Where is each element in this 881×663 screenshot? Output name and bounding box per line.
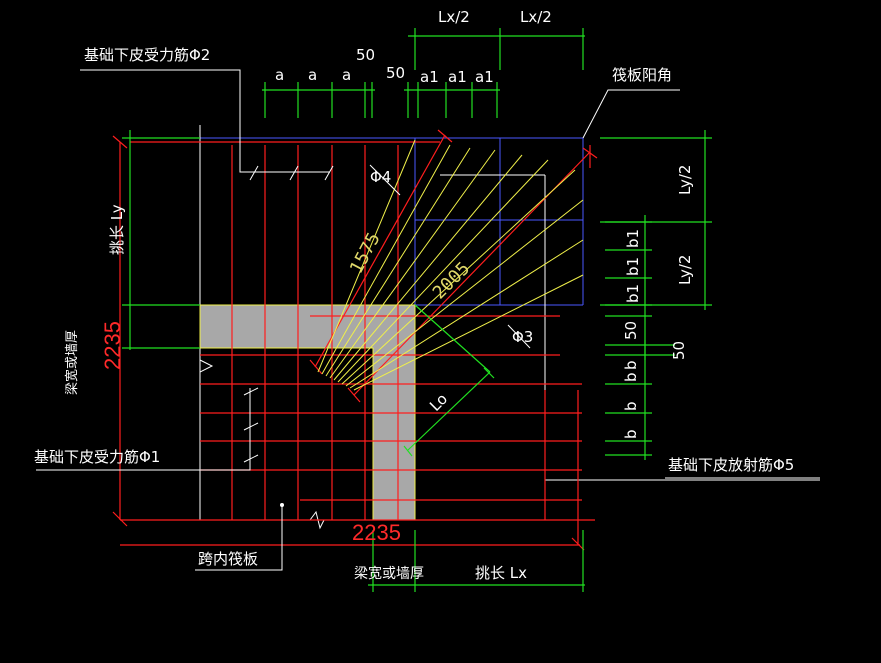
dim-ly-half-2: Ly/2 xyxy=(676,255,694,285)
rebars-horizontal xyxy=(130,141,582,501)
dim-a-3: a xyxy=(342,66,351,84)
dim-lx-half-1: Lx/2 xyxy=(438,8,470,26)
dim-a-2: a xyxy=(308,66,317,84)
label-beam-or-wall-width-left: 梁宽或墙厚 xyxy=(64,330,80,395)
left-dimensions xyxy=(122,130,200,350)
dim-a1-1: a1 xyxy=(420,68,439,86)
top-dimensions xyxy=(262,28,585,118)
label-bottom-main-bar-phi2: 基础下皮受力筋Φ2 xyxy=(84,46,210,64)
label-beam-or-wall-width-bottom: 梁宽或墙厚 xyxy=(354,565,424,582)
lo-dimension xyxy=(403,304,495,457)
dim-50-right: 50 xyxy=(622,321,640,340)
dim-2235-bottom: 2235 xyxy=(352,520,401,545)
label-phi3: Φ3 xyxy=(512,328,533,346)
dim-a-1: a xyxy=(275,66,284,84)
radial-bars xyxy=(317,139,584,391)
dim-50-top: 50 xyxy=(356,46,375,64)
dim-b-4: b xyxy=(622,360,640,370)
label-lo: Lo xyxy=(426,390,451,415)
dim-50-right-2: 50 xyxy=(670,341,688,360)
dim-a1-3: a1 xyxy=(475,68,494,86)
dim-2005: 2005 xyxy=(429,258,475,304)
dim-b1-3: b1 xyxy=(624,284,642,303)
dim-b1-1: b1 xyxy=(624,229,642,248)
dim-a1-2: a1 xyxy=(448,68,467,86)
bottom-dimensions xyxy=(112,135,595,592)
leader-lines xyxy=(36,69,820,571)
radial-zone-grid xyxy=(200,137,584,306)
right-dimensions xyxy=(600,130,712,460)
rebars-vertical xyxy=(231,145,579,545)
label-bottom-main-bar-phi1: 基础下皮受力筋Φ1 xyxy=(34,448,160,466)
dim-ly-half-1: Ly/2 xyxy=(676,165,694,195)
dim-lx-half-2: Lx/2 xyxy=(520,8,552,26)
label-overhang-lx: 挑长 Lx xyxy=(475,564,527,582)
dim-b1-2: b1 xyxy=(624,257,642,276)
label-overhang-ly: 挑长 Ly xyxy=(108,204,126,255)
dim-2235-left: 2235 xyxy=(100,321,125,370)
dim-b-1: b xyxy=(622,372,640,382)
label-span-inner-raft: 跨内筏板 xyxy=(198,550,258,568)
label-raft-corner: 筏板阳角 xyxy=(612,66,672,84)
dim-b-2: b xyxy=(622,401,640,411)
dim-b-3: b xyxy=(622,429,640,439)
label-bottom-radial-bar-phi5: 基础下皮放射筋Φ5 xyxy=(668,456,794,474)
dim-50-top-2: 50 xyxy=(386,64,405,82)
label-phi4: Φ4 xyxy=(370,168,391,186)
